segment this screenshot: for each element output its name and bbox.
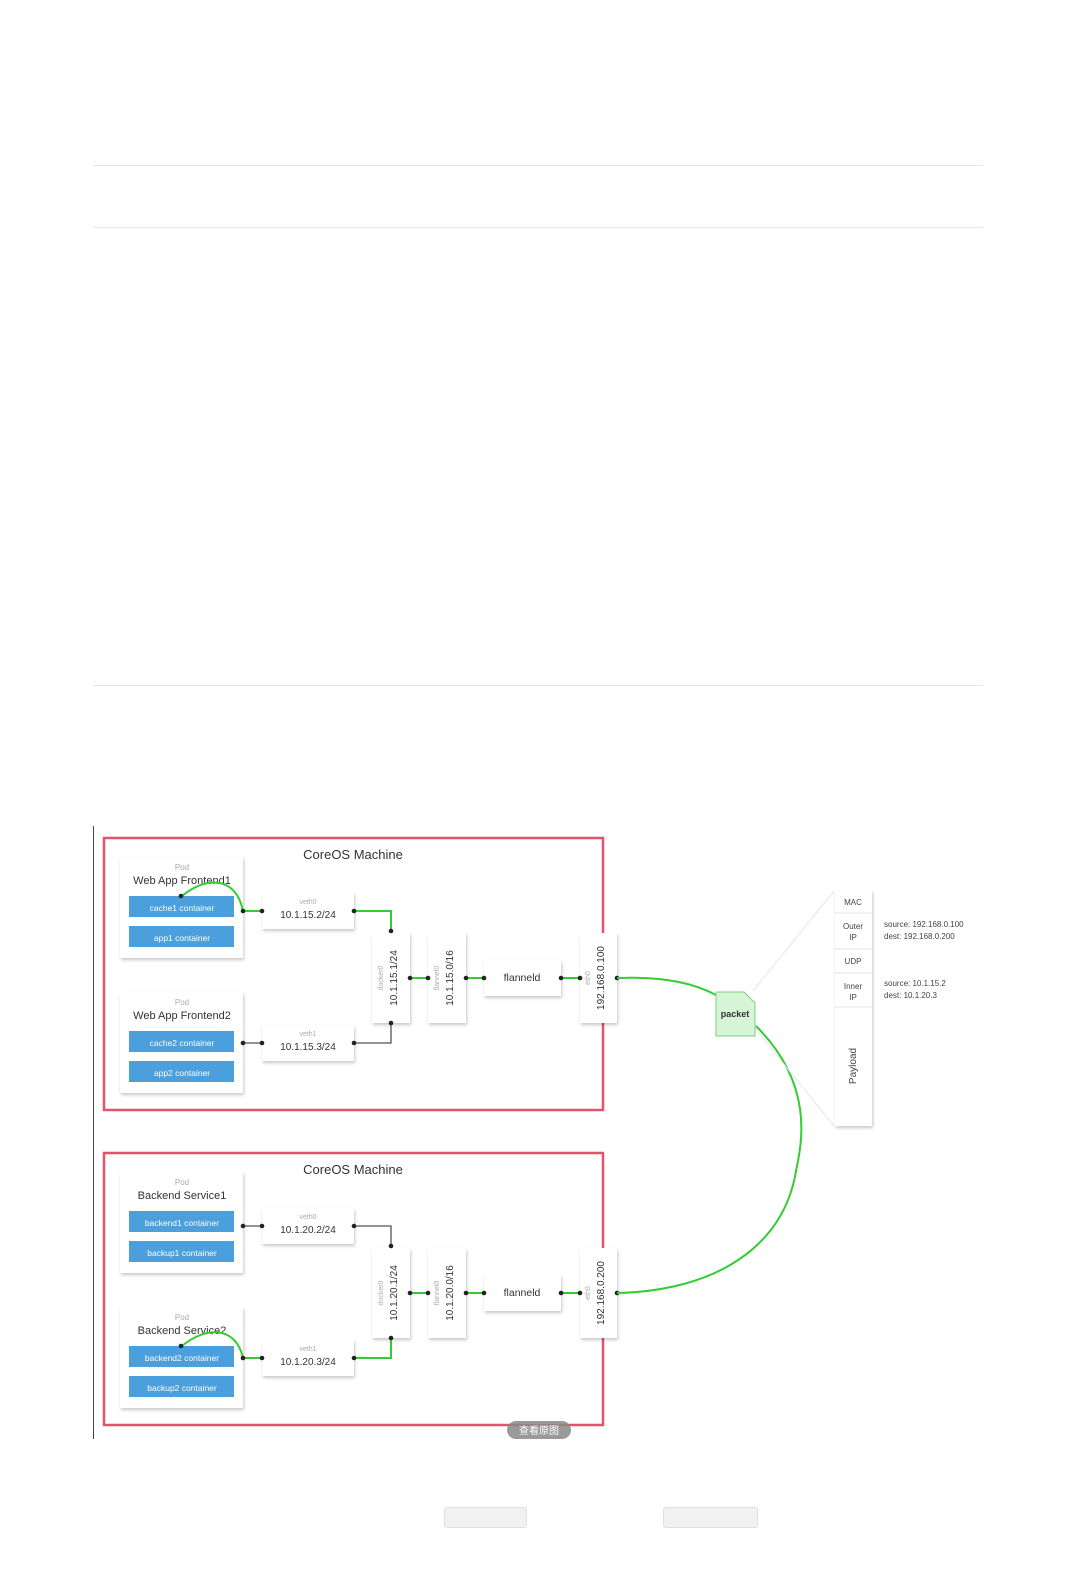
docker0-ip: 10.1.20.1/24 — [389, 1265, 400, 1321]
bottom-button-right[interactable] — [663, 1507, 758, 1528]
veth1-interface: veth1 10.1.15.3/24 — [262, 1025, 354, 1061]
coreos-machine-1: CoreOS Machine Pod Web App Frontend1 cac… — [102, 836, 620, 1112]
pod-web-app-frontend2: Pod Web App Frontend2 cache2 container a… — [120, 992, 243, 1093]
packet-route — [616, 890, 835, 1294]
container-backend1 — [129, 1211, 234, 1232]
container-label: app2 container — [154, 1068, 210, 1078]
flannel0-ip: 10.1.15.0/16 — [445, 950, 456, 1006]
pod-caption: Pod — [175, 1178, 189, 1187]
flannel0-interface: flannel0 10.1.15.0/16 — [428, 933, 466, 1023]
docker0-caption: docker0 — [378, 1280, 385, 1305]
docker0-bridge: docker0 10.1.15.1/24 — [372, 933, 410, 1023]
veth0-interface: veth0 10.1.15.2/24 — [262, 893, 354, 929]
flannel0-interface: flannel0 10.1.20.0/16 — [428, 1248, 466, 1338]
veth-caption: veth1 — [299, 1031, 316, 1038]
flanneld-label: flanneld — [504, 972, 541, 984]
pod-name: Backend Service2 — [138, 1325, 227, 1337]
figure-left-border — [93, 826, 94, 1439]
flannel-network-diagram: CoreOS Machine Pod Web App Frontend1 cac… — [102, 836, 964, 1439]
packet-field-udp: UDP — [845, 957, 862, 966]
flannel0-caption: flannel0 — [434, 966, 441, 991]
divider-top — [93, 165, 983, 166]
pod-caption: Pod — [175, 863, 189, 872]
pod-name: Web App Frontend2 — [133, 1010, 231, 1022]
veth-caption: veth0 — [299, 1214, 316, 1221]
container-cache1 — [129, 896, 234, 917]
veth-caption: veth0 — [299, 899, 316, 906]
container-backend2 — [129, 1346, 234, 1367]
outer-ip-dest: dest: 192.168.0.200 — [884, 932, 955, 941]
container-label: cache1 container — [150, 903, 215, 913]
eth0-ip: 192.168.0.100 — [596, 946, 607, 1010]
container-app2 — [129, 1061, 234, 1082]
container-label: backup1 container — [147, 1248, 217, 1258]
pod-backend-service2: Pod Backend Service2 backend2 container … — [120, 1307, 243, 1408]
inner-ip-dest: dest: 10.1.20.3 — [884, 991, 937, 1000]
packet-addresses: source: 192.168.0.100 dest: 192.168.0.20… — [884, 920, 964, 1000]
machine-title: CoreOS Machine — [303, 847, 403, 862]
veth-ip: 10.1.20.2/24 — [280, 1225, 336, 1236]
machine1-link-dots — [178, 893, 620, 1046]
container-label: cache2 container — [150, 1038, 215, 1048]
veth0-interface: veth0 10.1.20.2/24 — [262, 1208, 354, 1244]
eth0-ip: 192.168.0.200 — [596, 1261, 607, 1325]
container-label: backup2 container — [147, 1383, 217, 1393]
pod-name: Backend Service1 — [138, 1190, 227, 1202]
divider-third — [93, 685, 983, 686]
machine-title: CoreOS Machine — [303, 1162, 403, 1177]
veth-ip: 10.1.20.3/24 — [280, 1357, 336, 1368]
flanneld-daemon: flanneld — [484, 1275, 561, 1311]
packet-field-mac: MAC — [844, 898, 862, 907]
veth-ip: 10.1.15.2/24 — [280, 910, 336, 921]
container-label: app1 container — [154, 933, 210, 943]
pod-caption: Pod — [175, 1313, 189, 1322]
veth-caption: veth1 — [299, 1346, 316, 1353]
outer-ip-source: source: 192.168.0.100 — [884, 920, 964, 929]
flannel0-caption: flannel0 — [434, 1281, 441, 1306]
machine1-links — [181, 881, 580, 1044]
veth1-interface: veth1 10.1.20.3/24 — [262, 1340, 354, 1376]
docker0-caption: docker0 — [378, 965, 385, 990]
container-backup1 — [129, 1241, 234, 1262]
view-original-label: 查看原图 — [519, 1424, 559, 1437]
docker0-bridge: docker0 10.1.20.1/24 — [372, 1248, 410, 1338]
eth0-caption: eth0 — [585, 1286, 592, 1300]
inner-ip-source: source: 10.1.15.2 — [884, 979, 946, 988]
flannel0-ip: 10.1.20.0/16 — [445, 1265, 456, 1321]
pod-caption: Pod — [175, 998, 189, 1007]
machine2-link-dots — [178, 1223, 620, 1361]
packet-label: packet — [721, 1009, 750, 1019]
container-cache2 — [129, 1031, 234, 1052]
flanneld-label: flanneld — [504, 1287, 541, 1299]
divider-second — [93, 227, 983, 228]
container-app1 — [129, 926, 234, 947]
veth-ip: 10.1.15.3/24 — [280, 1042, 336, 1053]
flanneld-daemon: flanneld — [484, 960, 561, 996]
container-label: backend1 container — [145, 1218, 219, 1228]
pod-backend-service1: Pod Backend Service1 backend1 container … — [120, 1172, 243, 1273]
coreos-machine-2: CoreOS Machine Pod Backend Service1 back… — [102, 1151, 620, 1427]
eth0-interface: eth0 192.168.0.100 — [580, 933, 617, 1023]
container-backup2 — [129, 1376, 234, 1397]
pod-name: Web App Frontend1 — [133, 875, 231, 887]
eth0-caption: eth0 — [585, 971, 592, 985]
container-label: backend2 container — [145, 1353, 219, 1363]
view-original-button[interactable]: 查看原图 — [507, 1421, 571, 1439]
machine2-links — [181, 1225, 580, 1359]
pod-web-app-frontend1: Pod Web App Frontend1 cache1 container a… — [120, 857, 243, 958]
bottom-button-left[interactable] — [444, 1507, 527, 1528]
packet-icon: packet — [715, 991, 756, 1037]
docker0-ip: 10.1.15.1/24 — [389, 950, 400, 1006]
eth0-interface: eth0 192.168.0.200 — [580, 1248, 617, 1338]
packet-field-payload: Payload — [848, 1048, 859, 1084]
